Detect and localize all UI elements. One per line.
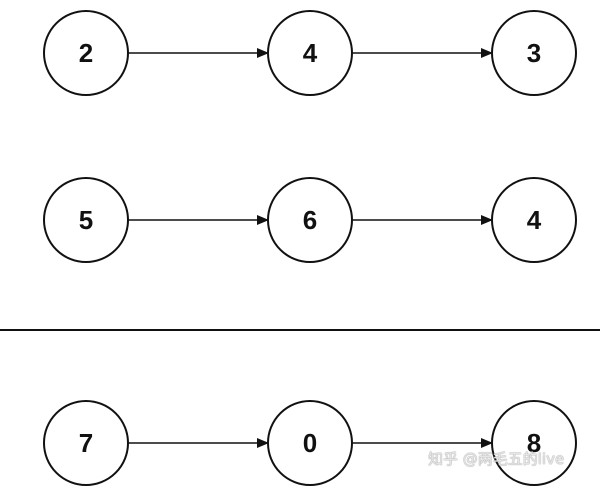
node-value: 6 xyxy=(303,205,317,235)
node-list-b-1: 5 xyxy=(43,177,129,263)
node-value: 4 xyxy=(527,205,542,235)
node-list-result-1: 7 xyxy=(43,400,129,486)
node-list-b-2: 6 xyxy=(267,177,353,263)
list-result-row: 7 0 8 xyxy=(43,400,577,486)
list-b-row: 5 6 4 xyxy=(43,177,577,263)
node-list-a-2: 4 xyxy=(267,10,353,96)
node-circle xyxy=(43,10,129,96)
node-circle xyxy=(491,177,577,263)
node-list-result-3: 8 xyxy=(491,400,577,486)
node-circle xyxy=(267,10,353,96)
node-value: 2 xyxy=(79,38,93,68)
node-value: 0 xyxy=(303,428,317,458)
node-list-a-3: 3 xyxy=(491,10,577,96)
node-circle xyxy=(43,177,129,263)
node-list-result-2: 0 xyxy=(267,400,353,486)
node-circle xyxy=(491,10,577,96)
node-value: 4 xyxy=(303,38,318,68)
node-value: 5 xyxy=(79,205,93,235)
node-circle xyxy=(43,400,129,486)
node-list-b-3: 4 xyxy=(491,177,577,263)
node-list-a-1: 2 xyxy=(43,10,129,96)
watermark-text: 知乎 @两毛五的live xyxy=(428,450,565,468)
node-circle xyxy=(491,400,577,486)
node-circle xyxy=(267,177,353,263)
list-a-row: 2 4 3 xyxy=(43,10,577,96)
node-value: 8 xyxy=(527,428,541,458)
node-value: 3 xyxy=(527,38,541,68)
node-value: 7 xyxy=(79,428,93,458)
node-circle xyxy=(267,400,353,486)
